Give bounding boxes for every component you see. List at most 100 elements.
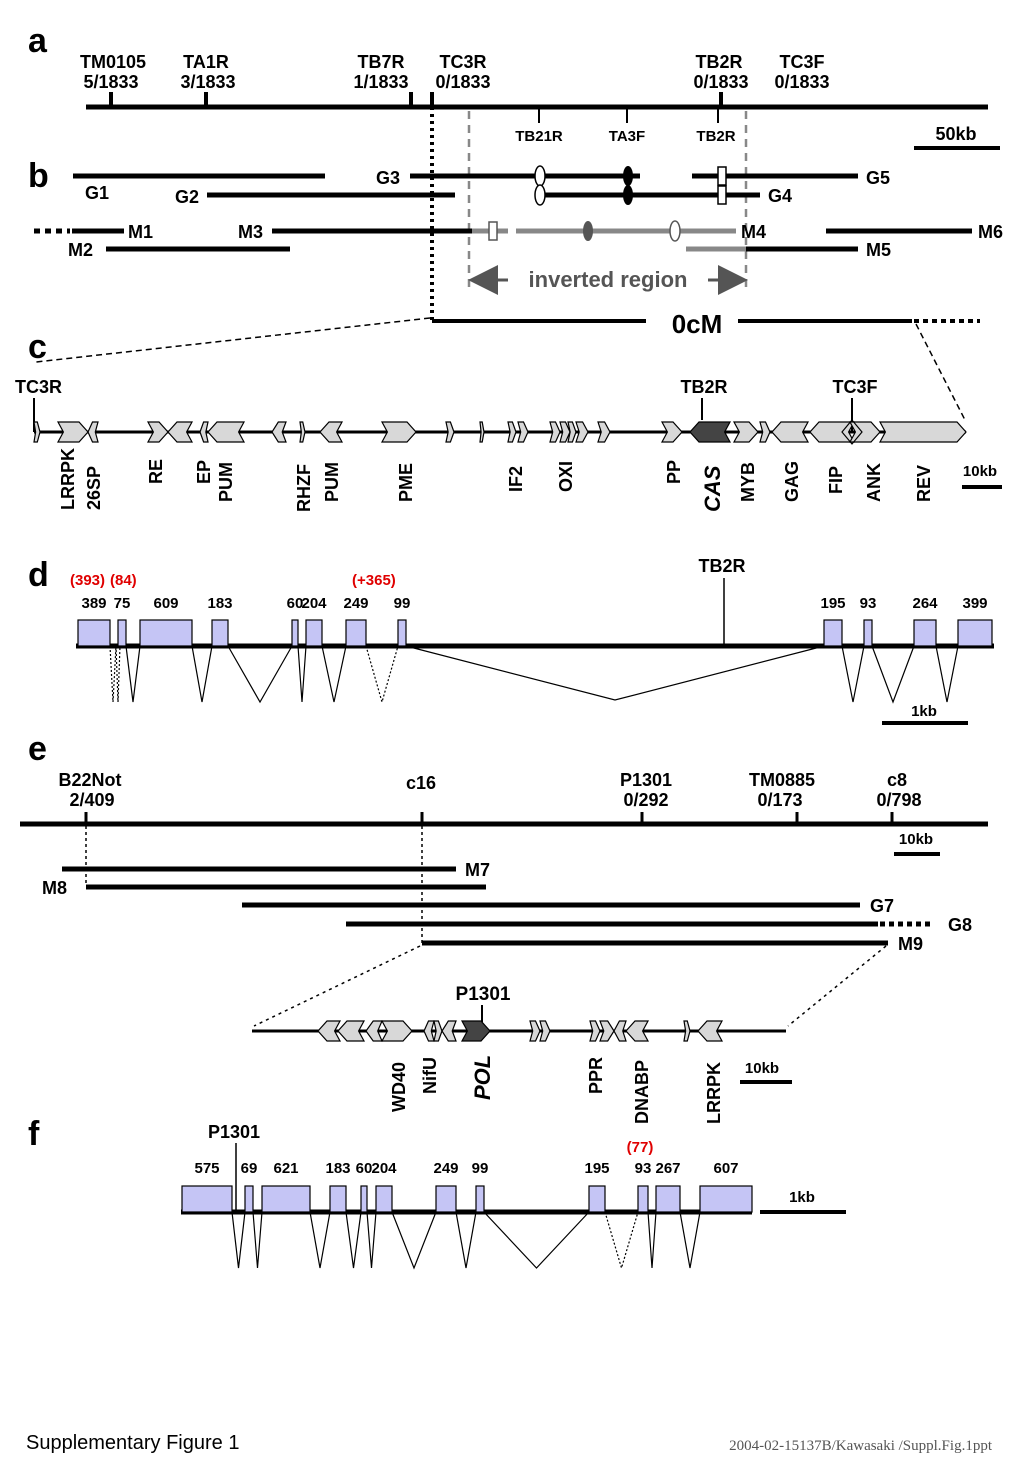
gene-arrow [271, 421, 287, 443]
scale-label: 10kb [899, 831, 933, 848]
gene-arrow [199, 421, 209, 443]
gene-label: PUM [216, 462, 236, 502]
exon-box [305, 619, 323, 647]
exon-box [655, 1185, 681, 1213]
zoom-marker-p1301: P1301 [456, 984, 511, 1005]
exon-length-label: 249 [433, 1160, 458, 1177]
gene-arrow [878, 421, 967, 443]
intron [405, 645, 825, 701]
gene-arrow [549, 421, 561, 443]
exon-box [181, 1185, 233, 1213]
gene-label: ANK [864, 463, 884, 502]
scale-bar-1kb-d: 1kb [882, 703, 968, 725]
gene-arrow [539, 1020, 551, 1042]
exon-length-label: 399 [962, 595, 987, 612]
intron [679, 1211, 701, 1269]
gene-arrow [559, 421, 571, 443]
gene-arrow [759, 421, 771, 443]
marker-tc3f: TC3F 0/1833 [774, 52, 829, 92]
gene-arrow [599, 1020, 615, 1042]
exon-length-label: 69 [241, 1160, 258, 1177]
gene-label: 26SP [84, 466, 104, 510]
gene-label: LRRPK [704, 1062, 724, 1124]
marker-name: TM0105 [80, 52, 146, 72]
marker-name: TB7R [357, 52, 404, 72]
exon-box [211, 619, 229, 647]
intron [366, 1211, 377, 1269]
gene-arrow [507, 421, 517, 443]
marker-ratio: 3/1833 [180, 72, 235, 92]
exon-box [291, 619, 299, 647]
gene-arrow [207, 421, 246, 443]
marker-p1301-ratio: 0/292 [623, 790, 668, 810]
intron [483, 1211, 590, 1269]
gene-label: OXI [556, 461, 576, 492]
gene-label: PUM [322, 462, 342, 502]
gene-arrow [299, 421, 306, 443]
gene-arrow [317, 1020, 342, 1042]
gene-arrow [575, 421, 589, 443]
red-label: (84) [110, 572, 137, 589]
marker-tb2r: TB2R [698, 556, 745, 576]
exon-box [435, 1185, 457, 1213]
scale-bar-10kb-zoom: 10kb [740, 1060, 792, 1084]
exon-box [957, 619, 993, 647]
exon-box [475, 1185, 485, 1213]
exon-length-label: 195 [584, 1160, 609, 1177]
intron [647, 1211, 657, 1269]
intron-track [109, 645, 959, 705]
gene-arrow [567, 421, 577, 443]
marker-tc3r: TC3R [15, 377, 62, 397]
exon-length-label: 609 [153, 595, 178, 612]
exon-box [261, 1185, 311, 1213]
gene-label: IF2 [506, 466, 526, 492]
figure-caption: Supplementary Figure 1 [26, 1432, 240, 1454]
intron [935, 645, 959, 703]
intron [231, 1211, 246, 1269]
panel-b: b G1 G2 G3 G4 G5 M1 M2 M3 [28, 157, 1003, 339]
marker-ratio: 1/1833 [353, 72, 408, 92]
exon-box [699, 1185, 753, 1213]
marker-p1301: P1301 [208, 1122, 260, 1142]
gene-arrow [441, 1020, 457, 1042]
exon-length-label: 99 [394, 595, 411, 612]
marker-tb2r: TB2R [680, 377, 727, 397]
scale-bar-10kb-c: 10kb [962, 463, 1002, 489]
gene-track-e [317, 1020, 724, 1042]
gene-label: RHZF [294, 464, 314, 512]
exon-length-label: 93 [860, 595, 877, 612]
exon-length-label: 75 [114, 595, 131, 612]
intron [455, 1211, 477, 1269]
exon-box [375, 1185, 393, 1213]
exon-box [913, 619, 937, 647]
marker-tm0105: TM0105 5/1833 [80, 52, 146, 107]
exon-length-label: 264 [912, 595, 938, 612]
gene-arrow [433, 1020, 443, 1042]
rect-marker [717, 185, 727, 205]
gene-arrow [660, 421, 683, 443]
gene-label: REV [914, 465, 934, 502]
sub-marker-tb21r: TB21R [515, 128, 563, 145]
panel-label-d: d [28, 556, 49, 594]
file-reference: 2004-02-15137B/Kawasaki /Suppl.Fig.1ppt [729, 1438, 992, 1454]
gene-track [33, 419, 967, 445]
gene-label: PME [396, 463, 416, 502]
marker-c16: c16 [406, 773, 436, 793]
intron-track-f [231, 1211, 701, 1271]
gene-label: MYB [738, 462, 758, 502]
open-oval-marker [534, 165, 546, 187]
intron [125, 645, 141, 703]
intron [252, 1211, 263, 1269]
gene-arrow [732, 421, 759, 443]
exon-box [244, 1185, 254, 1213]
gene-arrow [771, 421, 810, 443]
exon-box [139, 619, 193, 647]
zoom-line-left-e [253, 945, 421, 1027]
panel-c: c TC3R TB2R TC3F LRRPK 26SP RE EP PUM RH… [15, 328, 1002, 512]
red-label: (+365) [352, 572, 396, 589]
red-label: (77) [627, 1139, 654, 1156]
